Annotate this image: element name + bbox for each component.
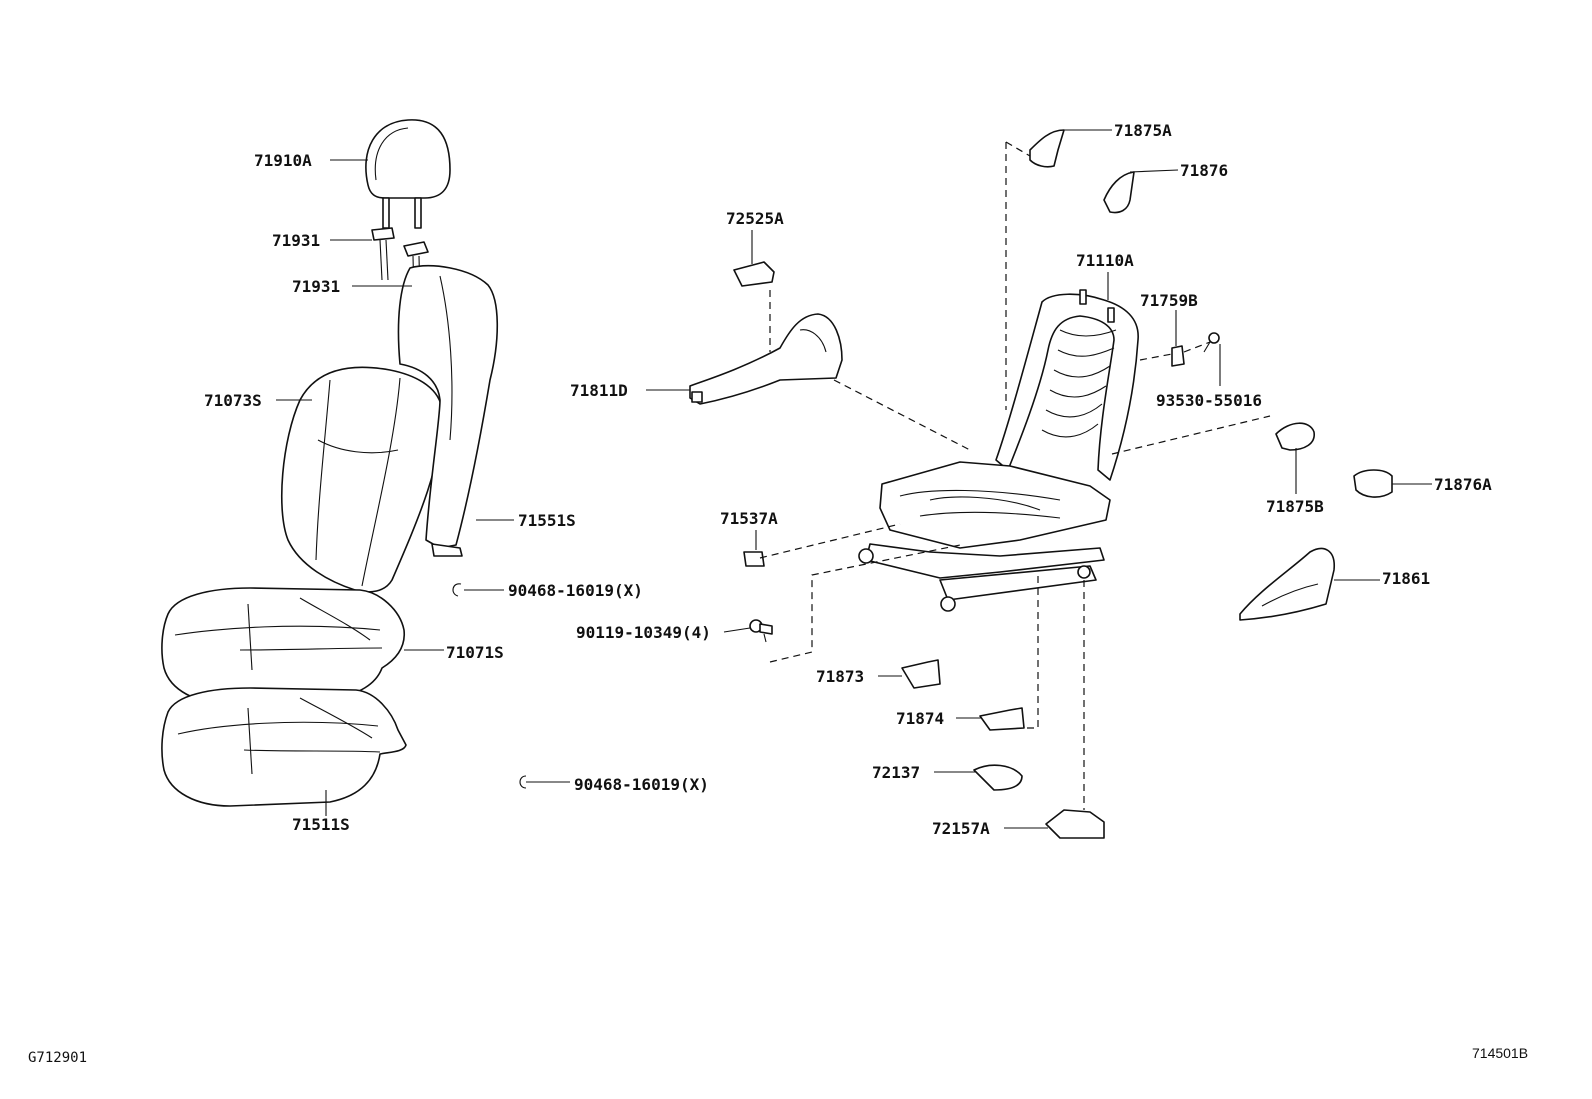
label-bolt: 90119-10349(4) [576, 623, 711, 642]
headrest-guide-1-drawing [371, 227, 395, 281]
cap-drawing [743, 551, 765, 567]
label-cover-71873: 71873 [816, 667, 864, 686]
label-cap: 71537A [720, 509, 778, 528]
label-shield-71861: 71861 [1382, 569, 1430, 588]
cushion-cover-drawing [161, 587, 405, 705]
recliner-knob-drawing [733, 261, 775, 287]
label-screw: 93530-55016 [1156, 391, 1262, 410]
label-recliner-knob: 72525A [726, 209, 784, 228]
seat-frame-drawing [858, 289, 1139, 612]
cover-71875a-drawing [1029, 129, 1065, 168]
cover-71875b-drawing [1275, 422, 1315, 451]
seatback-cover-drawing [281, 366, 443, 593]
label-cover-71875b: 71875B [1266, 497, 1324, 516]
recliner-cover-drawing [689, 313, 843, 405]
footer-left-code: G712901 [28, 1050, 87, 1066]
part-labels: 71910A 71931 71931 71073S 71551S 90468-1… [204, 121, 1492, 838]
footer-right-code: 714501B [1472, 1045, 1528, 1061]
label-cover-71875a: 71875A [1114, 121, 1172, 140]
cover-71873-drawing [901, 659, 941, 689]
cushion-pad-drawing [161, 687, 407, 807]
cover-71876a-drawing [1353, 469, 1393, 498]
dashed-connection-lines [759, 141, 1271, 810]
headrest-drawing [365, 119, 451, 229]
cover-71876-drawing [1103, 171, 1135, 214]
label-seatback-cover: 71073S [204, 391, 262, 410]
label-clip: 71759B [1140, 291, 1198, 310]
cover-72157a-drawing [1045, 809, 1105, 839]
label-cover-72137: 72137 [872, 763, 920, 782]
seatback-pad-drawing [397, 265, 499, 557]
leader-lines [276, 129, 1432, 829]
cover-71874-drawing [979, 707, 1025, 731]
label-cover-71876: 71876 [1180, 161, 1228, 180]
label-cover-71876a: 71876A [1434, 475, 1492, 494]
label-hog-ring-1: 90468-16019(X) [508, 581, 643, 600]
label-seat-frame: 71110A [1076, 251, 1134, 270]
hog-ring-2-drawing [519, 775, 527, 789]
label-recliner-cover: 71811D [570, 381, 628, 400]
screw-drawing [1203, 332, 1220, 353]
label-cover-71874: 71874 [896, 709, 944, 728]
label-cushion-pad: 71511S [292, 815, 350, 834]
label-cover-72157a: 72157A [932, 819, 990, 838]
label-cushion-cover: 71071S [446, 643, 504, 662]
shield-71861-drawing [1239, 547, 1335, 621]
label-hog-ring-2: 90468-16019(X) [574, 775, 709, 794]
clip-drawing [1171, 345, 1185, 367]
label-seatback-pad: 71551S [518, 511, 576, 530]
label-headrest: 71910A [254, 151, 312, 170]
hog-ring-1-drawing [452, 583, 462, 597]
label-headrest-guide-1: 71931 [272, 231, 320, 250]
cover-72137-drawing [973, 764, 1023, 791]
label-headrest-guide-2: 71931 [292, 277, 340, 296]
bolt-drawing [749, 619, 773, 643]
